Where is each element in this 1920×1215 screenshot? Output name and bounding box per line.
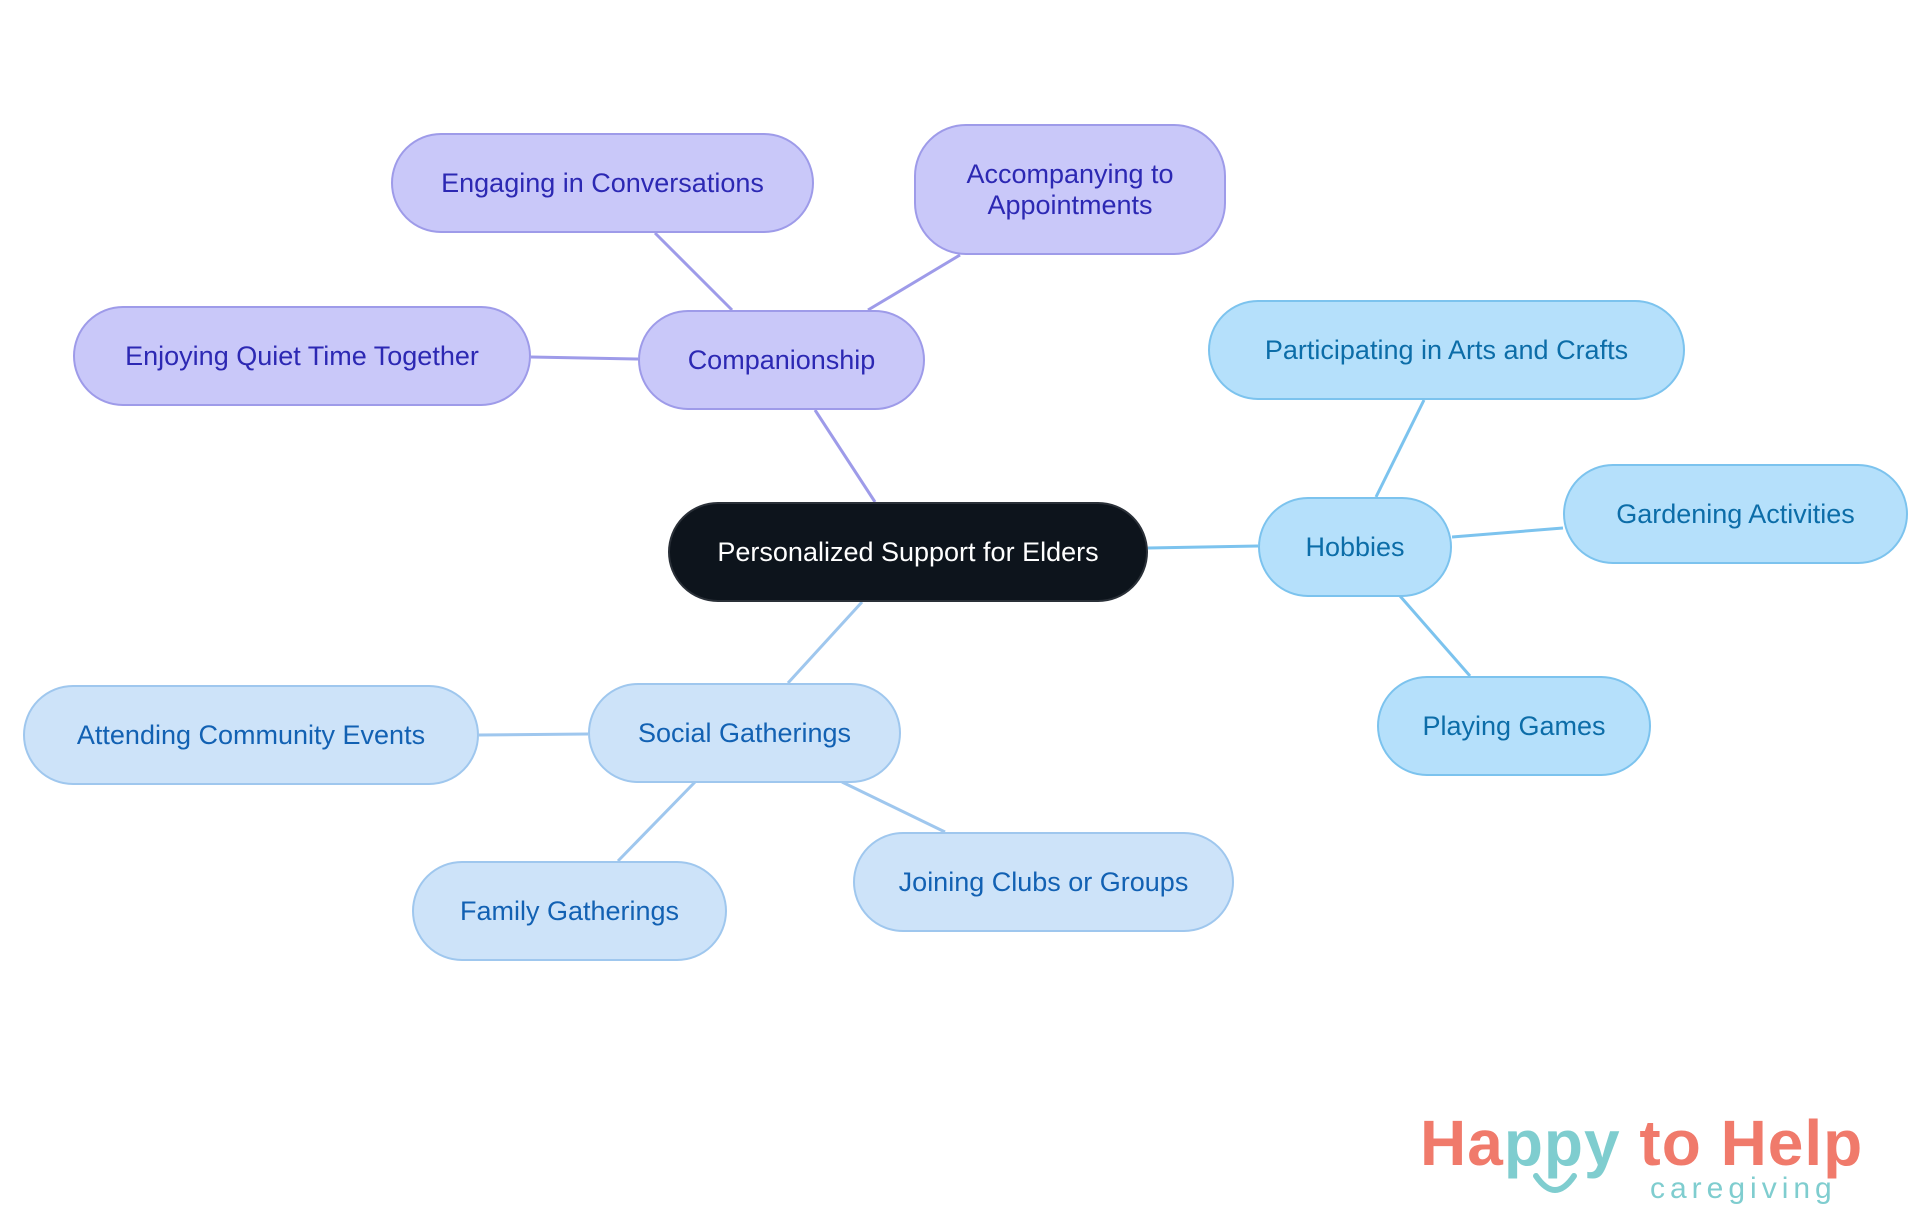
logo-tagline: caregiving bbox=[1650, 1172, 1837, 1205]
edge-companionship-conversations bbox=[653, 231, 734, 312]
node-enjoying-quiet-time-label: Enjoying Quiet Time Together bbox=[125, 340, 479, 371]
node-accompanying-to-appointments[interactable]: Accompanying to Appointments bbox=[914, 124, 1226, 255]
edge-hobbies-games bbox=[1398, 595, 1472, 677]
node-family-gatherings-label: Family Gatherings bbox=[459, 895, 680, 926]
node-companionship[interactable]: Companionship bbox=[638, 310, 925, 410]
node-social-gatherings[interactable]: Social Gatherings bbox=[588, 683, 901, 783]
logo-wordmark: Happy to Help bbox=[1420, 1108, 1863, 1178]
edge-hobbies-gardening bbox=[1451, 526, 1564, 539]
logo-text-part2: ppy bbox=[1503, 1107, 1621, 1179]
node-accompanying-to-appointments-label: Accompanying to Appointments bbox=[966, 158, 1174, 220]
node-social-gatherings-label: Social Gatherings bbox=[637, 717, 852, 748]
node-engaging-in-conversations[interactable]: Engaging in Conversations bbox=[391, 133, 814, 233]
node-family-gatherings[interactable]: Family Gatherings bbox=[412, 861, 727, 961]
node-playing-games[interactable]: Playing Games bbox=[1377, 676, 1651, 776]
node-participating-in-arts[interactable]: Participating in Arts and Crafts bbox=[1208, 300, 1685, 400]
node-attending-community-events[interactable]: Attending Community Events bbox=[23, 685, 479, 785]
node-gardening-activities-label: Gardening Activities bbox=[1616, 498, 1855, 529]
edge-companionship-appointments bbox=[867, 253, 961, 312]
edge-root-hobbies bbox=[1147, 544, 1259, 550]
edge-social-community bbox=[478, 732, 589, 737]
logo-text-part1: Ha bbox=[1420, 1107, 1504, 1179]
edge-hobbies-arts bbox=[1374, 399, 1426, 498]
node-attending-community-events-label: Attending Community Events bbox=[76, 719, 426, 750]
edge-social-clubs bbox=[841, 780, 946, 834]
node-playing-games-label: Playing Games bbox=[1422, 710, 1606, 741]
node-joining-clubs[interactable]: Joining Clubs or Groups bbox=[853, 832, 1234, 932]
node-participating-in-arts-label: Participating in Arts and Crafts bbox=[1264, 334, 1629, 365]
node-companionship-label: Companionship bbox=[687, 344, 876, 375]
node-engaging-in-conversations-label: Engaging in Conversations bbox=[441, 167, 764, 198]
node-hobbies-label: Hobbies bbox=[1305, 531, 1405, 562]
root-node[interactable]: Personalized Support for Elders bbox=[668, 502, 1148, 602]
edge-social-family bbox=[616, 780, 697, 863]
node-hobbies[interactable]: Hobbies bbox=[1258, 497, 1452, 597]
edge-root-companionship bbox=[813, 409, 877, 503]
node-joining-clubs-label: Joining Clubs or Groups bbox=[898, 866, 1189, 897]
happy-to-help-logo: Happy to Help caregiving bbox=[1420, 1108, 1900, 1208]
smile-icon bbox=[1533, 1173, 1577, 1193]
node-gardening-activities[interactable]: Gardening Activities bbox=[1563, 464, 1908, 564]
node-enjoying-quiet-time[interactable]: Enjoying Quiet Time Together bbox=[73, 306, 531, 406]
logo-text-part3: to Help bbox=[1620, 1107, 1864, 1179]
edge-root-social bbox=[786, 600, 864, 685]
edge-companionship-quiet-time bbox=[530, 355, 639, 361]
root-node-label: Personalized Support for Elders bbox=[717, 536, 1099, 567]
